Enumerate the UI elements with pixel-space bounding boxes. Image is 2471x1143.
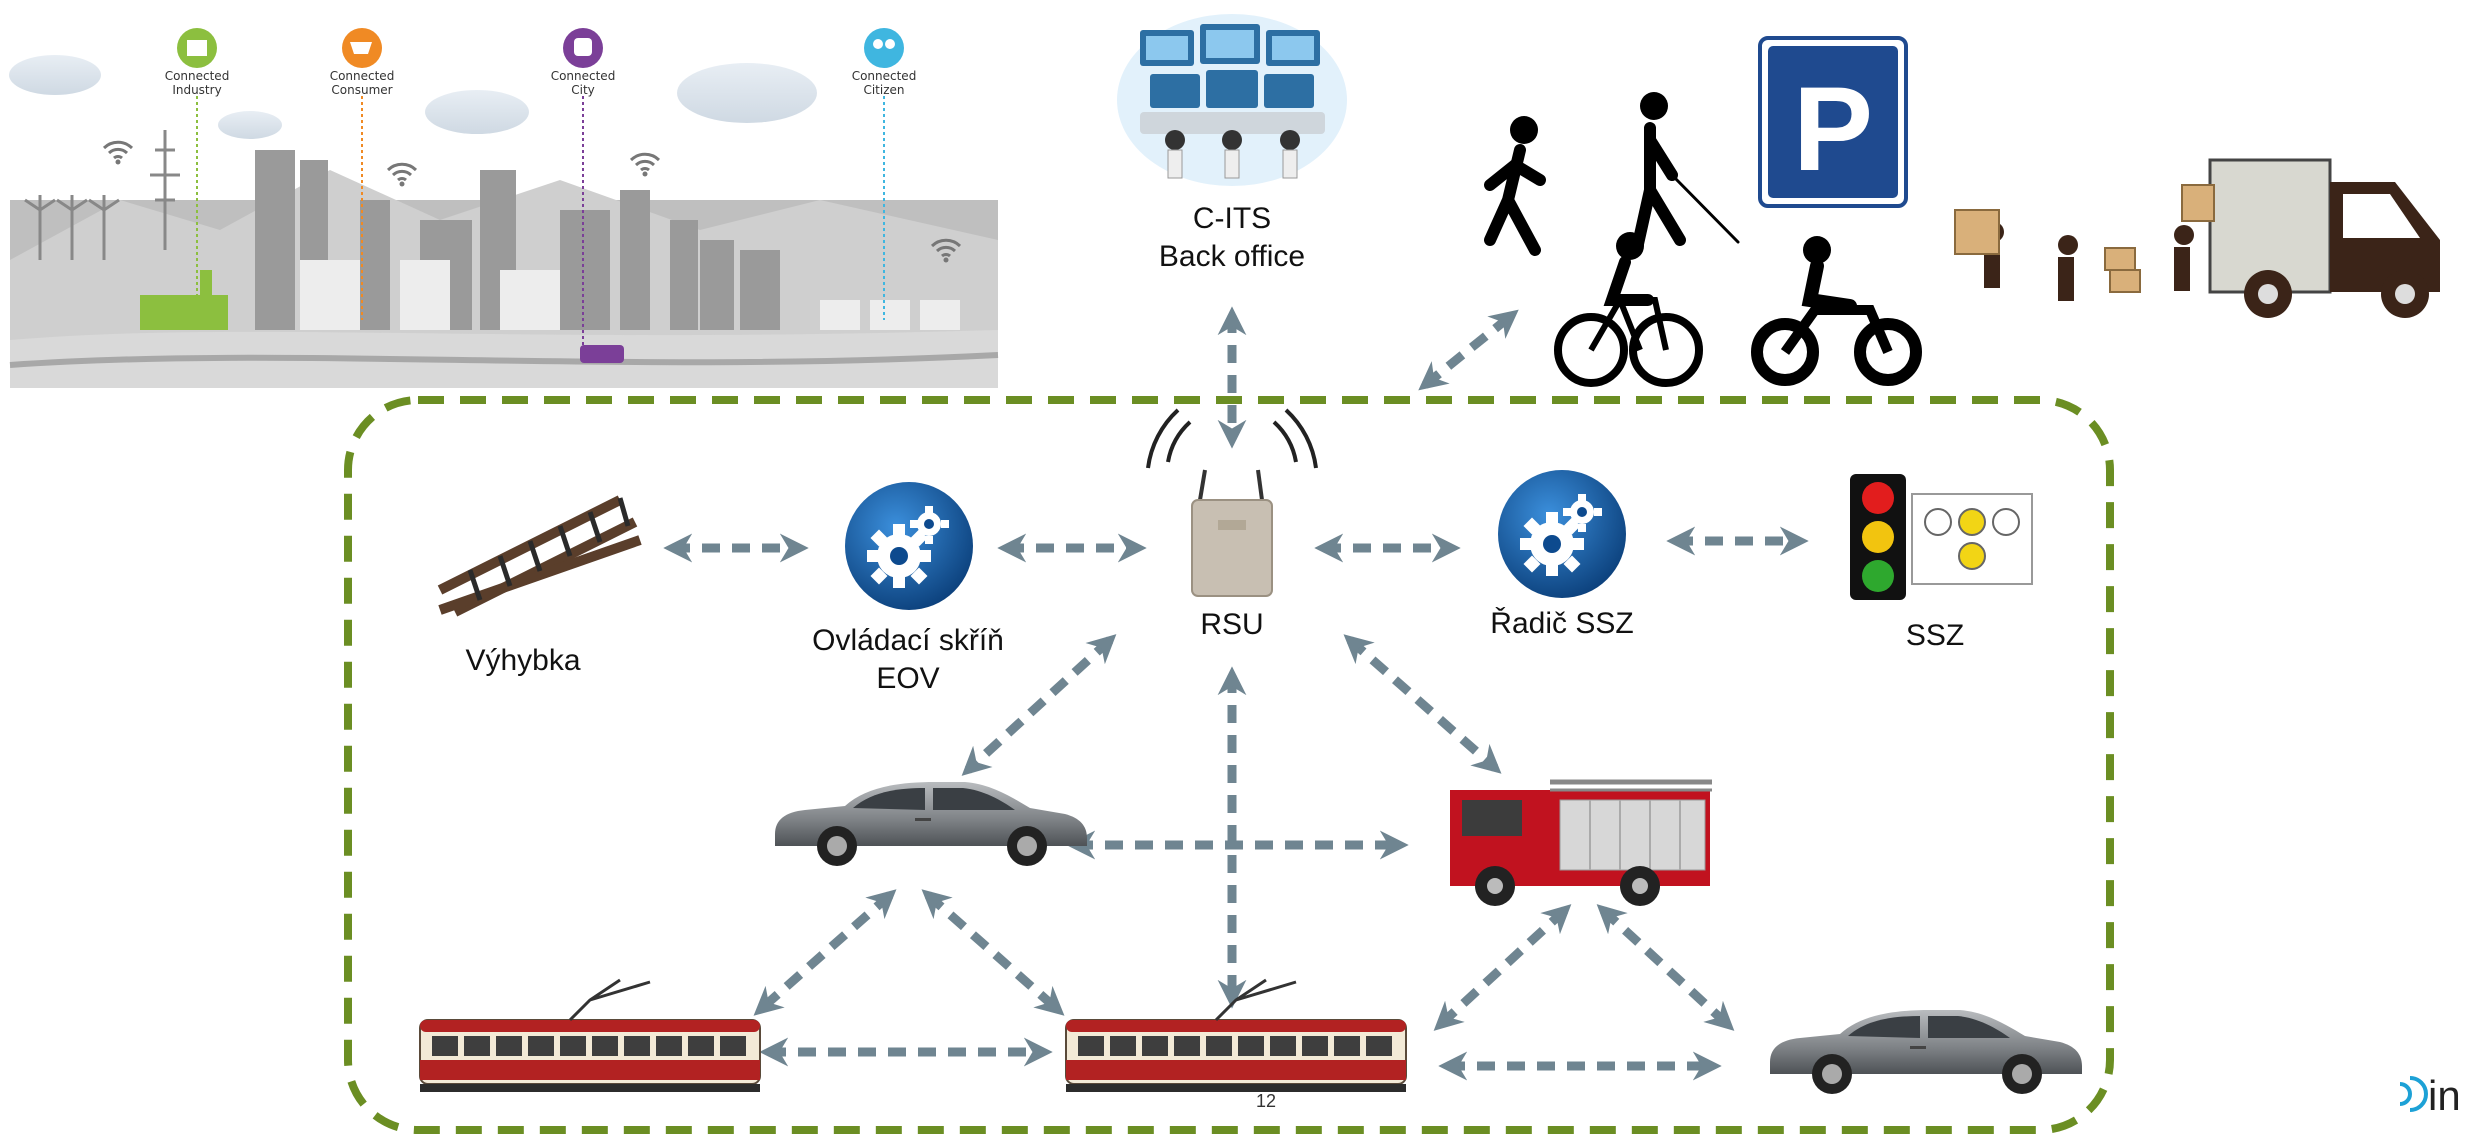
connected-industry: Connected Industry <box>165 28 230 296</box>
rsu-device-icon <box>1146 408 1318 597</box>
tram-icon <box>418 978 762 1094</box>
connected-citizen: Connected Citizen <box>852 28 917 320</box>
car-icon <box>775 782 1087 866</box>
backoffice-label: C-ITS Back office <box>1132 200 1332 276</box>
fire-truck-icon <box>1450 779 1712 906</box>
vulnerable-users: P <box>1484 36 1922 387</box>
rail-switch-icon <box>437 495 642 617</box>
car-icon <box>1770 1010 2082 1094</box>
page-number: 12 <box>1255 1091 1277 1111</box>
link-car-tram-left <box>753 889 897 1016</box>
category-label: Connected <box>330 69 395 83</box>
wifi-icon <box>386 162 418 188</box>
motorcycle-icon <box>1751 236 1922 386</box>
backoffice-illustration <box>1117 14 1347 186</box>
cabinet-label: Ovládací skříň EOV <box>778 622 1038 698</box>
category-label: City <box>571 83 595 97</box>
link-rsu-firetruck <box>1343 634 1502 774</box>
parking-icon: P <box>1758 36 1908 208</box>
wifi-icon <box>629 152 661 178</box>
link-car-tram-center <box>921 889 1065 1016</box>
parking-letter: P <box>1793 62 1873 196</box>
wifi-icon <box>102 140 134 166</box>
people-icon <box>864 28 904 68</box>
logo-text: in <box>2428 1072 2461 1119</box>
link-firetruck-car <box>1596 904 1735 1031</box>
connected-city-banner <box>9 55 999 388</box>
cyclist-icon <box>1554 232 1703 387</box>
tram-icon <box>1064 978 1408 1094</box>
link-firetruck-tram <box>1433 904 1572 1031</box>
category-label: Connected <box>852 69 917 83</box>
cabinet-label-line2: EOV <box>876 662 940 695</box>
gear-icon <box>1498 470 1626 598</box>
category-label: Industry <box>172 83 221 97</box>
link-rsu-car <box>961 634 1117 776</box>
banner-categories: Connected Industry Connected Consumer Co… <box>165 28 917 345</box>
controller-label: Řadič SSZ <box>1490 607 1634 640</box>
backoffice-label-line1: C-ITS <box>1192 202 1272 235</box>
communication-links <box>663 306 1809 1081</box>
blind-pedestrian-icon <box>1632 92 1740 250</box>
connected-city: Connected City <box>551 28 616 345</box>
cabinet-label-line1: Ovládací skříň <box>812 624 1004 657</box>
category-label: Citizen <box>863 83 904 97</box>
gear-icon <box>845 482 973 610</box>
traffic-light-icon <box>1850 474 2033 600</box>
backoffice-label-line2: Back office <box>1158 240 1306 273</box>
delivery-truck-icon <box>1954 158 2440 318</box>
switch-label: Výhybka <box>465 644 581 677</box>
link-rsu-vru <box>1418 309 1519 391</box>
category-label: Consumer <box>331 83 392 97</box>
signal-label: SSZ <box>1905 619 1965 652</box>
category-label: Connected <box>165 69 230 83</box>
rsu-label: RSU <box>1200 608 1264 641</box>
pedestrian-icon <box>1484 116 1546 256</box>
connected-consumer: Connected Consumer <box>330 28 395 320</box>
category-label: Connected <box>551 69 616 83</box>
company-logo: in <box>2399 1072 2461 1119</box>
